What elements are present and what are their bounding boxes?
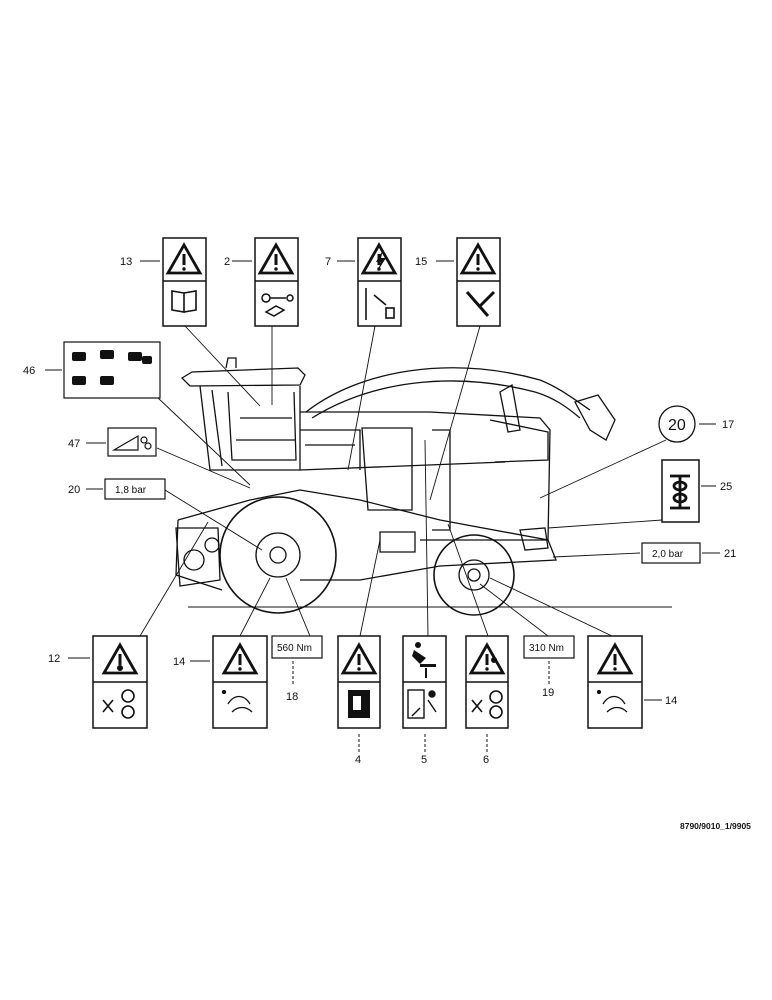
decal-12 — [68, 635, 148, 729]
decal-6 — [465, 635, 509, 752]
battery-icon — [348, 690, 370, 718]
header-slope-icon — [111, 434, 152, 451]
decal-20-pressure — [86, 478, 166, 500]
ignition-key-icon — [261, 293, 294, 317]
callout-6: 6 — [483, 754, 489, 766]
rotating-parts-icon — [102, 689, 135, 719]
callout-19: 19 — [542, 687, 554, 699]
torque-front-label: 560 Nm — [277, 643, 312, 654]
callout-14-left: 14 — [173, 656, 185, 668]
decal-46 — [45, 341, 161, 399]
leader-lines — [139, 325, 667, 637]
callout-17: 17 — [722, 419, 734, 431]
decal-47 — [86, 427, 157, 457]
callout-2: 2 — [224, 256, 230, 268]
entanglement-warning-icon — [102, 643, 138, 675]
decal-18-torque — [271, 635, 323, 684]
callout-15: 15 — [415, 256, 427, 268]
decal-4 — [337, 635, 381, 752]
decal-5 — [402, 635, 447, 752]
callout-47: 47 — [68, 438, 80, 450]
crush-person-icon — [407, 689, 437, 719]
speed-limit-label: 20 — [668, 417, 686, 434]
hand-crush-icon — [596, 689, 628, 713]
pressure-rear-label: 2,0 bar — [652, 549, 684, 560]
decal-14-right — [587, 635, 662, 729]
wrench-icon — [465, 290, 496, 317]
decal-14-left — [190, 635, 268, 729]
decal-13 — [140, 237, 207, 327]
callout-25: 25 — [720, 481, 732, 493]
fall-hazard-icon — [412, 642, 436, 678]
decal-25 — [661, 459, 716, 523]
decal-2 — [232, 237, 299, 327]
callout-46: 46 — [23, 365, 35, 377]
harvester-drawing — [175, 357, 672, 616]
callout-21: 21 — [724, 548, 736, 560]
manual-book-icon — [171, 290, 197, 313]
callout-14-right: 14 — [665, 695, 677, 707]
pressure-front-label: 1,8 bar — [115, 485, 147, 496]
hand-crush-icon — [221, 689, 253, 713]
maintenance-symbols-icon — [72, 350, 152, 385]
callout-12: 12 — [48, 653, 60, 665]
lifting-chain-icon — [670, 474, 690, 510]
decal-21-pressure — [641, 542, 720, 564]
callout-7: 7 — [325, 256, 331, 268]
decal-15 — [436, 237, 501, 327]
rotating-parts-icon — [471, 690, 503, 719]
callout-5: 5 — [421, 754, 427, 766]
drawing-reference: 8790/9010_1/9905 — [680, 821, 751, 831]
decal-19-torque — [523, 635, 575, 684]
decal-17-speed — [658, 405, 716, 443]
callout-20: 20 — [68, 484, 80, 496]
entanglement-warning-icon — [469, 643, 505, 675]
torque-rear-label: 310 Nm — [529, 643, 564, 654]
callout-18: 18 — [286, 691, 298, 703]
overhead-line-icon — [365, 288, 395, 320]
callout-4: 4 — [355, 754, 361, 766]
decal-7 — [337, 237, 402, 327]
callout-13: 13 — [120, 256, 132, 268]
electric-shock-icon — [361, 243, 397, 275]
